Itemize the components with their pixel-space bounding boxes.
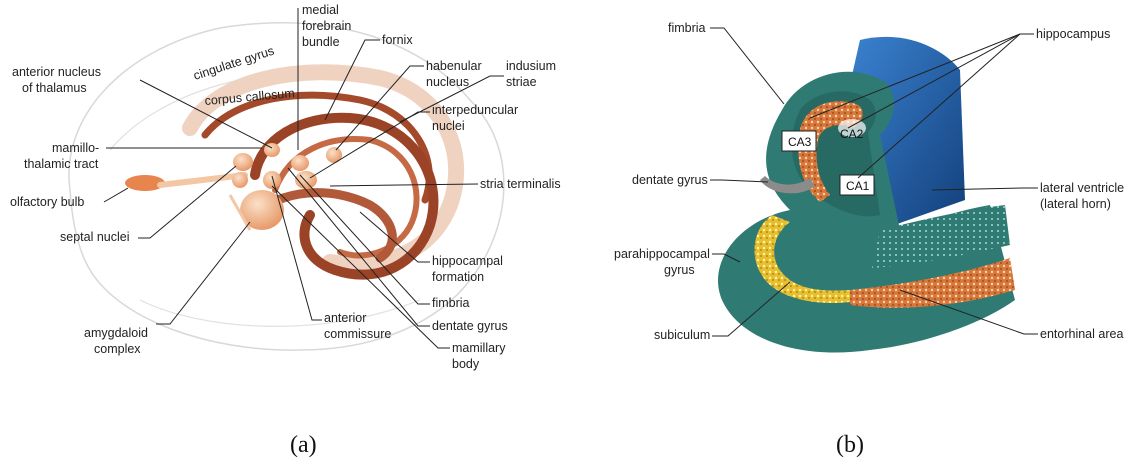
label-dentate-gyrus-a: dentate gyrus: [432, 319, 508, 333]
label-olfactory-bulb: olfactory bulb: [10, 195, 84, 209]
label-lateral-ventricle-2: (lateral horn): [1040, 197, 1111, 211]
label-habenular-2: nucleus: [426, 75, 469, 89]
label-entorhinal-area: entorhinal area: [1040, 327, 1123, 341]
label-fimbria-b: fimbria: [668, 21, 706, 35]
label-fimbria-a: fimbria: [432, 296, 470, 310]
label-medial-forebrain-3: bundle: [302, 35, 340, 49]
label-mamillo-1: mamillo-: [52, 141, 99, 155]
habenular-blob: [326, 147, 342, 163]
label-parahippocampal-2: gyrus: [664, 263, 695, 277]
label-hippocampus: hippocampus: [1036, 27, 1110, 41]
label-hippocampal-1: hippocampal: [432, 254, 503, 268]
label-anterior-nucleus: anterior nucleus: [12, 65, 101, 79]
label-ca3: CA3: [788, 135, 812, 149]
label-dentate-gyrus-b: dentate gyrus: [632, 173, 708, 187]
label-anterior-nucleus-2: of thalamus: [22, 81, 87, 95]
label-interpeduncular-1: interpeduncular: [432, 103, 518, 117]
caption-b: (b): [836, 432, 864, 458]
label-indusium-2: striae: [506, 75, 537, 89]
label-habenular-1: habenular: [426, 59, 482, 73]
label-parahippocampal-1: parahippocampal: [614, 247, 710, 261]
label-mamillary-1: mamillary: [452, 341, 506, 355]
label-medial-forebrain-1: medial: [302, 3, 339, 17]
label-lateral-ventricle-1: lateral ventricle: [1040, 181, 1124, 195]
label-fornix: fornix: [382, 33, 413, 47]
label-anterior-commissure-2: commissure: [324, 327, 391, 341]
label-mamillo-2: thalamic tract: [24, 157, 99, 171]
septal-nucleus-blob: [233, 153, 253, 171]
label-ca2: CA2: [840, 127, 864, 141]
label-mamillary-2: body: [452, 357, 480, 371]
label-hippocampal-2: formation: [432, 270, 484, 284]
label-medial-forebrain-2: forebrain: [302, 19, 351, 33]
label-interpeduncular-2: nuclei: [432, 119, 465, 133]
label-subiculum: subiculum: [654, 328, 710, 342]
label-septal-nuclei: septal nuclei: [60, 230, 130, 244]
label-anterior-commissure-1: anterior: [324, 311, 366, 325]
label-indusium-1: indusium: [506, 59, 556, 73]
label-amygdaloid-2: complex: [94, 342, 141, 356]
label-stria-terminalis: stria terminalis: [480, 177, 561, 191]
caption-a: (a): [290, 432, 317, 458]
label-amygdaloid-1: amygdaloid: [84, 326, 148, 340]
label-ca1: CA1: [846, 179, 870, 193]
